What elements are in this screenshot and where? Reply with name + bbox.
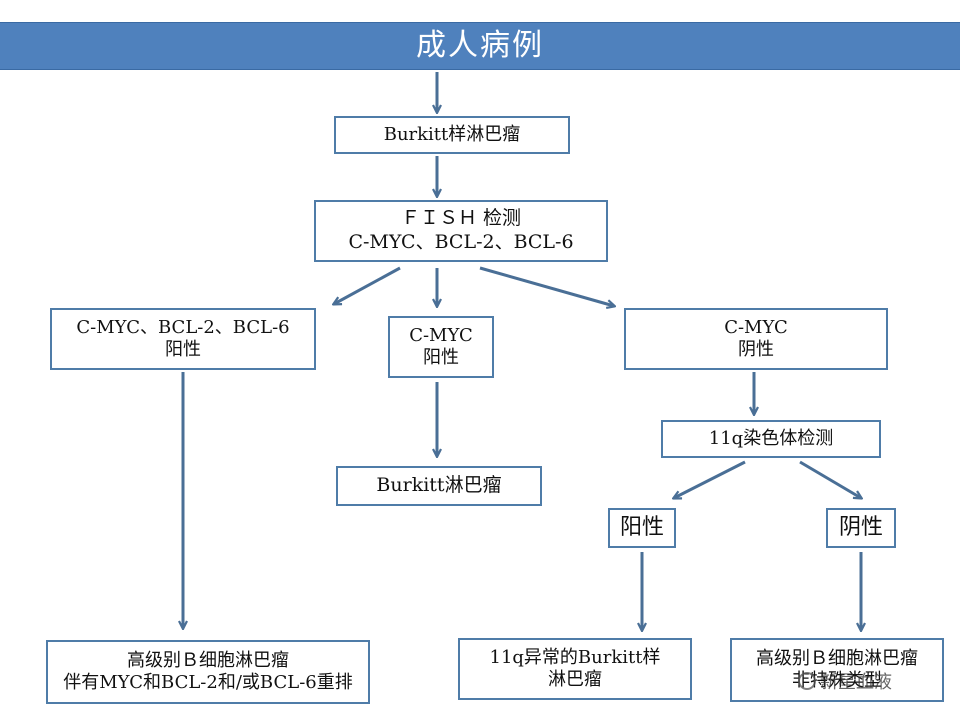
cmyc-negative-result: 阴性	[738, 339, 774, 360]
hgbl-double-hit-box: 高级别Ｂ细胞淋巴瘤 伴有MYC和BCL-2和/或BCL-6重排	[46, 640, 370, 704]
arrow-fish-to-triple-positive	[334, 266, 401, 304]
cmyc-positive-result: 阳性	[423, 347, 459, 368]
chr11q-negative-box: 阴性	[826, 508, 896, 548]
cmyc-positive-box: C-MYC 阳性	[388, 316, 494, 378]
triple-positive-box: C-MYC、BCL-2、BCL-6 阳性	[50, 308, 316, 370]
burkitt-11q-box: 11q异常的Burkitt样 淋巴瘤	[458, 638, 692, 700]
chr11q-test-box: 11q染色体检测	[661, 420, 881, 458]
chr11q-positive-label: 阳性	[619, 515, 664, 541]
burkitt-like-lymphoma-box: Burkitt样淋巴瘤	[334, 116, 570, 154]
burkitt-11q-line1: 11q异常的Burkitt样	[489, 646, 661, 668]
fish-test-box: ＦＩＳＨ 检测 C-MYC、BCL-2、BCL-6	[314, 200, 608, 262]
wechat-icon	[798, 672, 816, 690]
triple-positive-genes: C-MYC、BCL-2、BCL-6	[76, 316, 290, 338]
hgbl-double-hit-line2: 伴有MYC和BCL-2和/或BCL-6重排	[63, 672, 353, 693]
chr11q-test-label: 11q染色体检测	[708, 427, 834, 449]
cmyc-positive-gene: C-MYC	[409, 324, 473, 346]
hgbl-nos-box: 高级别Ｂ细胞淋巴瘤 非特殊类型	[730, 638, 944, 702]
fish-test-title: ＦＩＳＨ 检测	[400, 207, 522, 230]
arrow-11q-to-negative	[799, 460, 861, 498]
fish-test-genes: C-MYC、BCL-2、BCL-6	[348, 231, 574, 253]
arrow-fish-to-cmyc-negative	[479, 266, 614, 306]
burkitt-lymphoma-box: Burkitt淋巴瘤	[336, 466, 542, 506]
cmyc-negative-box: C-MYC 阴性	[624, 308, 888, 370]
arrow-11q-to-positive	[674, 460, 746, 498]
burkitt-like-lymphoma-label: Burkitt样淋巴瘤	[383, 123, 521, 145]
watermark-text: 新星血液	[820, 672, 892, 693]
cmyc-negative-gene: C-MYC	[724, 316, 788, 338]
burkitt-lymphoma-label: Burkitt淋巴瘤	[376, 474, 502, 497]
hgbl-nos-line1: 高级别Ｂ细胞淋巴瘤	[756, 647, 918, 669]
title-banner: 成人病例	[0, 22, 960, 70]
triple-positive-result: 阳性	[165, 339, 201, 360]
hgbl-double-hit-line1: 高级别Ｂ细胞淋巴瘤	[127, 649, 289, 671]
watermark: 新星血液	[798, 668, 938, 694]
page-title: 成人病例	[416, 28, 544, 63]
chr11q-positive-box: 阳性	[608, 508, 676, 548]
chr11q-negative-label: 阴性	[838, 515, 883, 541]
burkitt-11q-line2: 淋巴瘤	[548, 669, 602, 690]
